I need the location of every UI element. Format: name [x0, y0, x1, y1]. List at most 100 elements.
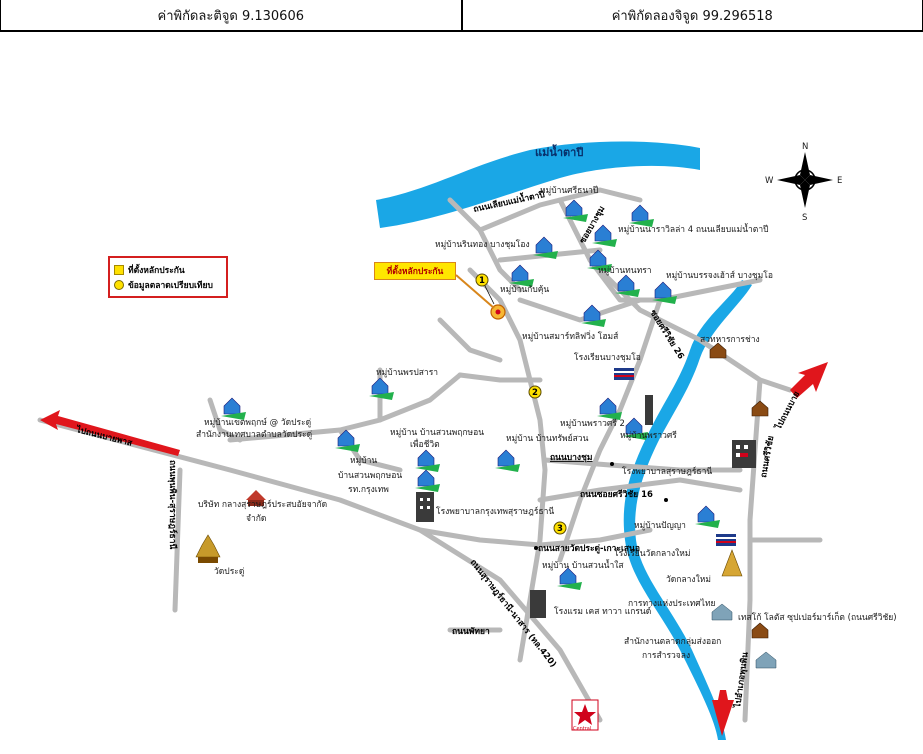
label-mb-sri-thap: หมู่บ้านศรีธนาปี	[540, 185, 598, 196]
junction-dots	[534, 462, 668, 550]
label-mb-smart: หมู่บ้านสมาร์ทลิฟวิ่ง โฮมส์	[522, 330, 619, 342]
house-icon	[695, 505, 720, 528]
map-legend: ที่ตั้งหลักประกัน ข้อมูลตลาดเปรียบเทียบ	[108, 256, 228, 298]
house-icon	[587, 249, 612, 272]
location-map: แม่น้ำตาปี	[37, 141, 897, 740]
direction-arrows	[40, 362, 828, 736]
hotel-icon	[530, 590, 546, 618]
legend-asset: ที่ตั้งหลักประกัน	[114, 262, 222, 277]
compass-e: E	[837, 176, 842, 186]
house-icon	[592, 224, 617, 247]
house-icon	[615, 274, 640, 297]
label-mb-varasri: หมู่บ้านพราวศรี	[620, 430, 677, 441]
compass-s: S	[802, 213, 807, 223]
house-icon	[533, 236, 558, 259]
house-icon	[415, 469, 440, 492]
river-tributary	[623, 280, 752, 740]
comparable-markers: 1 2 3	[475, 273, 567, 535]
label-mb-suan1b: เพื่อชีวิต	[410, 438, 440, 450]
label-road-wat: ถนนสายวัดประดู่-เกาะเสนอ	[538, 543, 640, 554]
house-icon	[623, 417, 648, 440]
asset-location-marker	[455, 274, 506, 320]
house-icon	[509, 264, 534, 287]
house-icon	[629, 204, 654, 227]
label-wat-mai: วัดกลางใหม่	[666, 574, 711, 585]
temple-icon	[195, 534, 221, 563]
legend-market: ข้อมูลตลาดเปรียบเทียบ	[114, 277, 222, 292]
marker-3-label: 3	[557, 524, 563, 534]
label-ptt: การทางแห่งประเทศไทย	[628, 598, 716, 609]
village-icons	[221, 199, 720, 590]
legend-square-icon	[114, 264, 124, 275]
compass-rose: N S W E	[765, 142, 842, 223]
label-school-bc: โรงเรียนบางชุมโอ	[574, 352, 641, 363]
latitude-cell: ค่าพิกัดละติจูด 9.130606	[157, 8, 305, 24]
marker-2-label: 2	[532, 388, 538, 398]
label-mb-village: หมู่บ้าน	[350, 455, 377, 466]
house-icon	[563, 199, 588, 222]
house-icon	[557, 567, 582, 590]
label-mb-boon: หมู่บ้านบรรจงเฮ้าส์ บางชุมโอ	[666, 270, 773, 281]
label-mb-varee: หมู่บ้านนาราวิลล่า 4 ถนนเลียบแม่น้ำตาปี	[618, 223, 769, 235]
label-wat-pradu: วัดประดู่	[214, 567, 244, 577]
compass-n: N	[802, 142, 808, 152]
label-office-ops: สำนักงานตลาดกลุ่มส่งออก	[624, 637, 721, 647]
house-icon	[335, 429, 360, 452]
house-icon	[581, 304, 606, 327]
label-mb-tamnak: หมู่บ้านทนทรา	[598, 265, 652, 276]
house-icon	[495, 449, 520, 472]
marker-1-label: 1	[479, 276, 485, 286]
label-office-ops2: การสำรวจลง	[642, 651, 690, 661]
label-mb-prasat: หมู่บ้านพรปสารา	[376, 367, 438, 378]
label-mb-pannya: หมู่บ้านปัญญา	[634, 520, 686, 531]
label-to-khian: ไปถนนบาย	[772, 390, 802, 433]
landmark-icons	[709, 342, 769, 639]
label-mb-rin: หมู่บ้านรินทอง บางชุมโอง	[435, 239, 530, 250]
label-mb-suan1: หมู่บ้าน บ้านสวนพฤกษอน	[390, 427, 484, 438]
tower-icon	[645, 395, 653, 425]
label-vertical-left: ถนนพุนพิน-สุราษฎร์ธานี	[167, 460, 178, 549]
label-to-tha-chana: ไปถนนบายพาส	[74, 424, 134, 449]
hospital-cross-icon	[740, 453, 748, 457]
house-icon	[221, 397, 246, 420]
label-police: สวทหารการช่าง	[700, 335, 760, 345]
svg-text:Central: Central	[573, 726, 591, 732]
river-label: แม่น้ำตาปี	[535, 144, 583, 159]
label-mb-varasri2: หมู่บ้านพราวศรี 2	[560, 418, 625, 429]
label-hospital-krung: โรงพยาบาลกรุงเทพสุราษฎร์ธานี	[436, 506, 554, 517]
hospital-icon	[416, 492, 434, 522]
warehouse-icons	[711, 603, 777, 669]
label-mb-suannam: หมู่บ้าน บ้านสวนน้ำใส	[542, 559, 624, 571]
label-company2: จำกัด	[246, 514, 266, 524]
label-mb-chat: หมู่บ้านเขตพฤกษ์ @ วัดประดู่	[204, 417, 311, 428]
label-company: บริษัท กลางสุราษฎร์ประสบอัยจากัด	[198, 499, 327, 510]
factory-icon	[246, 490, 266, 506]
legend-market-label: ข้อมูลตลาดเปรียบเทียบ	[128, 280, 213, 291]
house-icon	[415, 449, 440, 472]
label-mb-suan2: บ้านสวนพฤกษอน	[338, 470, 402, 481]
label-office-pradu: สำนักงานเทศบาลตำบลวัดประดู่	[196, 430, 312, 440]
house-icon	[369, 377, 394, 400]
label-road-sriwichai: ถนนศรีวิชัย	[758, 435, 776, 479]
longitude-cell: ค่าพิกัดลองจิจูด 99.296518	[460, 0, 923, 30]
label-road-bangchum: ถนนบางชุม	[550, 453, 592, 463]
label-hotel: โรงแรม เคส ทาวา แกรนด์	[554, 606, 651, 617]
house-icon	[652, 281, 677, 304]
central-logo: Central	[571, 699, 599, 732]
label-road-sriwichai16: ถนนซอยศรีวิชัย 16	[580, 489, 653, 500]
label-soi-sri2: ซอยศรีวิชัย 26	[647, 308, 686, 361]
label-mb-kiet: หมู่บ้านกับคุ้น	[500, 284, 549, 295]
legend-asset-label: ที่ตั้งหลักประกัน	[128, 265, 185, 276]
label-road-thongpan: ถนนพัทยา	[452, 626, 490, 637]
house-icon	[597, 397, 622, 420]
coordinates-bar: ค่าพิกัดละติจูด 9.130606 ค่าพิกัดลองจิจู…	[0, 0, 923, 32]
asset-callout: ที่ตั้งหลักประกัน	[374, 262, 456, 280]
label-hospital-surat: โรงพยาบาลสุราษฎร์ธานี	[622, 466, 712, 477]
label-mb-krung: รท.กรุงเทพ	[348, 485, 389, 495]
label-tesco: เทสโก้ โลตัส ซุปเปอร์มาร์เก็ต (ถนนศรีวิช…	[738, 611, 897, 623]
temple-icon	[721, 549, 743, 577]
label-school-wat: โรงเรียนวัดกลางใหม่	[614, 548, 690, 559]
legend-circle-icon	[114, 279, 124, 290]
compass-w: W	[765, 176, 774, 186]
school-icons	[614, 368, 736, 546]
